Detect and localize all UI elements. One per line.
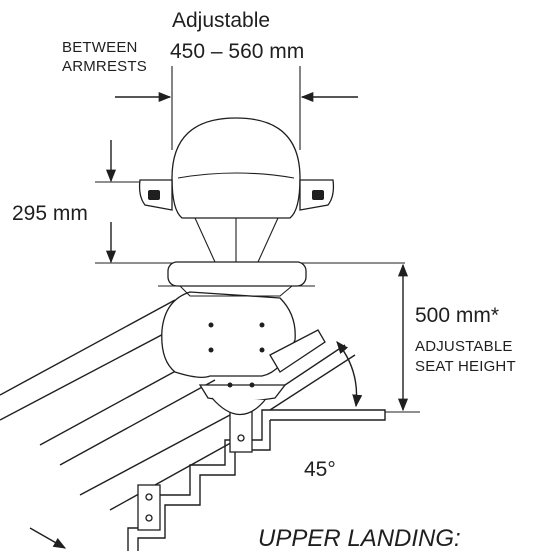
bracket-bolt-2 — [145, 514, 153, 522]
carriage-body — [161, 291, 296, 378]
bottom-left-arrow — [29, 527, 67, 549]
rail-line-6 — [109, 434, 246, 511]
backrest-shell — [171, 117, 301, 219]
angle-arc — [336, 341, 363, 408]
adjustable-label: ADJUSTABLE — [415, 338, 513, 355]
seat-height-label: 500 mm* — [415, 304, 499, 327]
backrest-support-right — [257, 217, 279, 263]
chair-backrest — [171, 117, 301, 263]
left-armrest-control — [148, 190, 160, 200]
carriage-bolt-3 — [259, 322, 265, 328]
upper-landing-label: UPPER LANDING: — [258, 525, 461, 551]
armrests-label: ARMRESTS — [62, 58, 147, 75]
armrest-height-label: 295 mm — [12, 202, 88, 225]
angle-indicator — [29, 341, 363, 549]
carriage-bolt-2 — [208, 347, 214, 353]
width-adjustable-label: Adjustable — [172, 9, 270, 32]
right-armrest-control — [312, 190, 324, 200]
swivel-lever — [269, 329, 326, 373]
chair-carriage — [161, 291, 326, 416]
width-dimension — [115, 66, 358, 150]
between-label: BETWEEN — [62, 39, 138, 56]
seat-height-caption: SEAT HEIGHT — [415, 358, 516, 375]
seat-height-dimension — [385, 263, 420, 413]
rail-bracket-lower — [137, 484, 161, 531]
carriage-bolt-1 — [208, 322, 214, 328]
rail-bracket-upper — [229, 409, 253, 453]
backrest-seam — [177, 172, 295, 179]
rail-line-2 — [0, 319, 191, 421]
seat-cushion — [167, 261, 307, 287]
carriage-bolt-4 — [259, 347, 265, 353]
bracket-bolt-3 — [237, 434, 245, 442]
stair-steps — [127, 409, 386, 551]
angle-label: 45° — [304, 458, 336, 481]
chair-armrests — [138, 179, 335, 211]
carriage-bolt-5 — [227, 382, 233, 388]
carriage-bolt-6 — [249, 382, 255, 388]
rail-line-5 — [79, 414, 231, 496]
rail-line-1 — [0, 299, 176, 396]
lower-housing — [211, 397, 266, 416]
seat-frame — [179, 285, 293, 297]
rail-line-4 — [59, 379, 216, 466]
width-range-label: 450 – 560 mm — [170, 40, 304, 63]
chair-seat — [158, 261, 315, 297]
backrest-support-left — [194, 217, 216, 263]
bracket-bolt-1 — [145, 493, 153, 501]
